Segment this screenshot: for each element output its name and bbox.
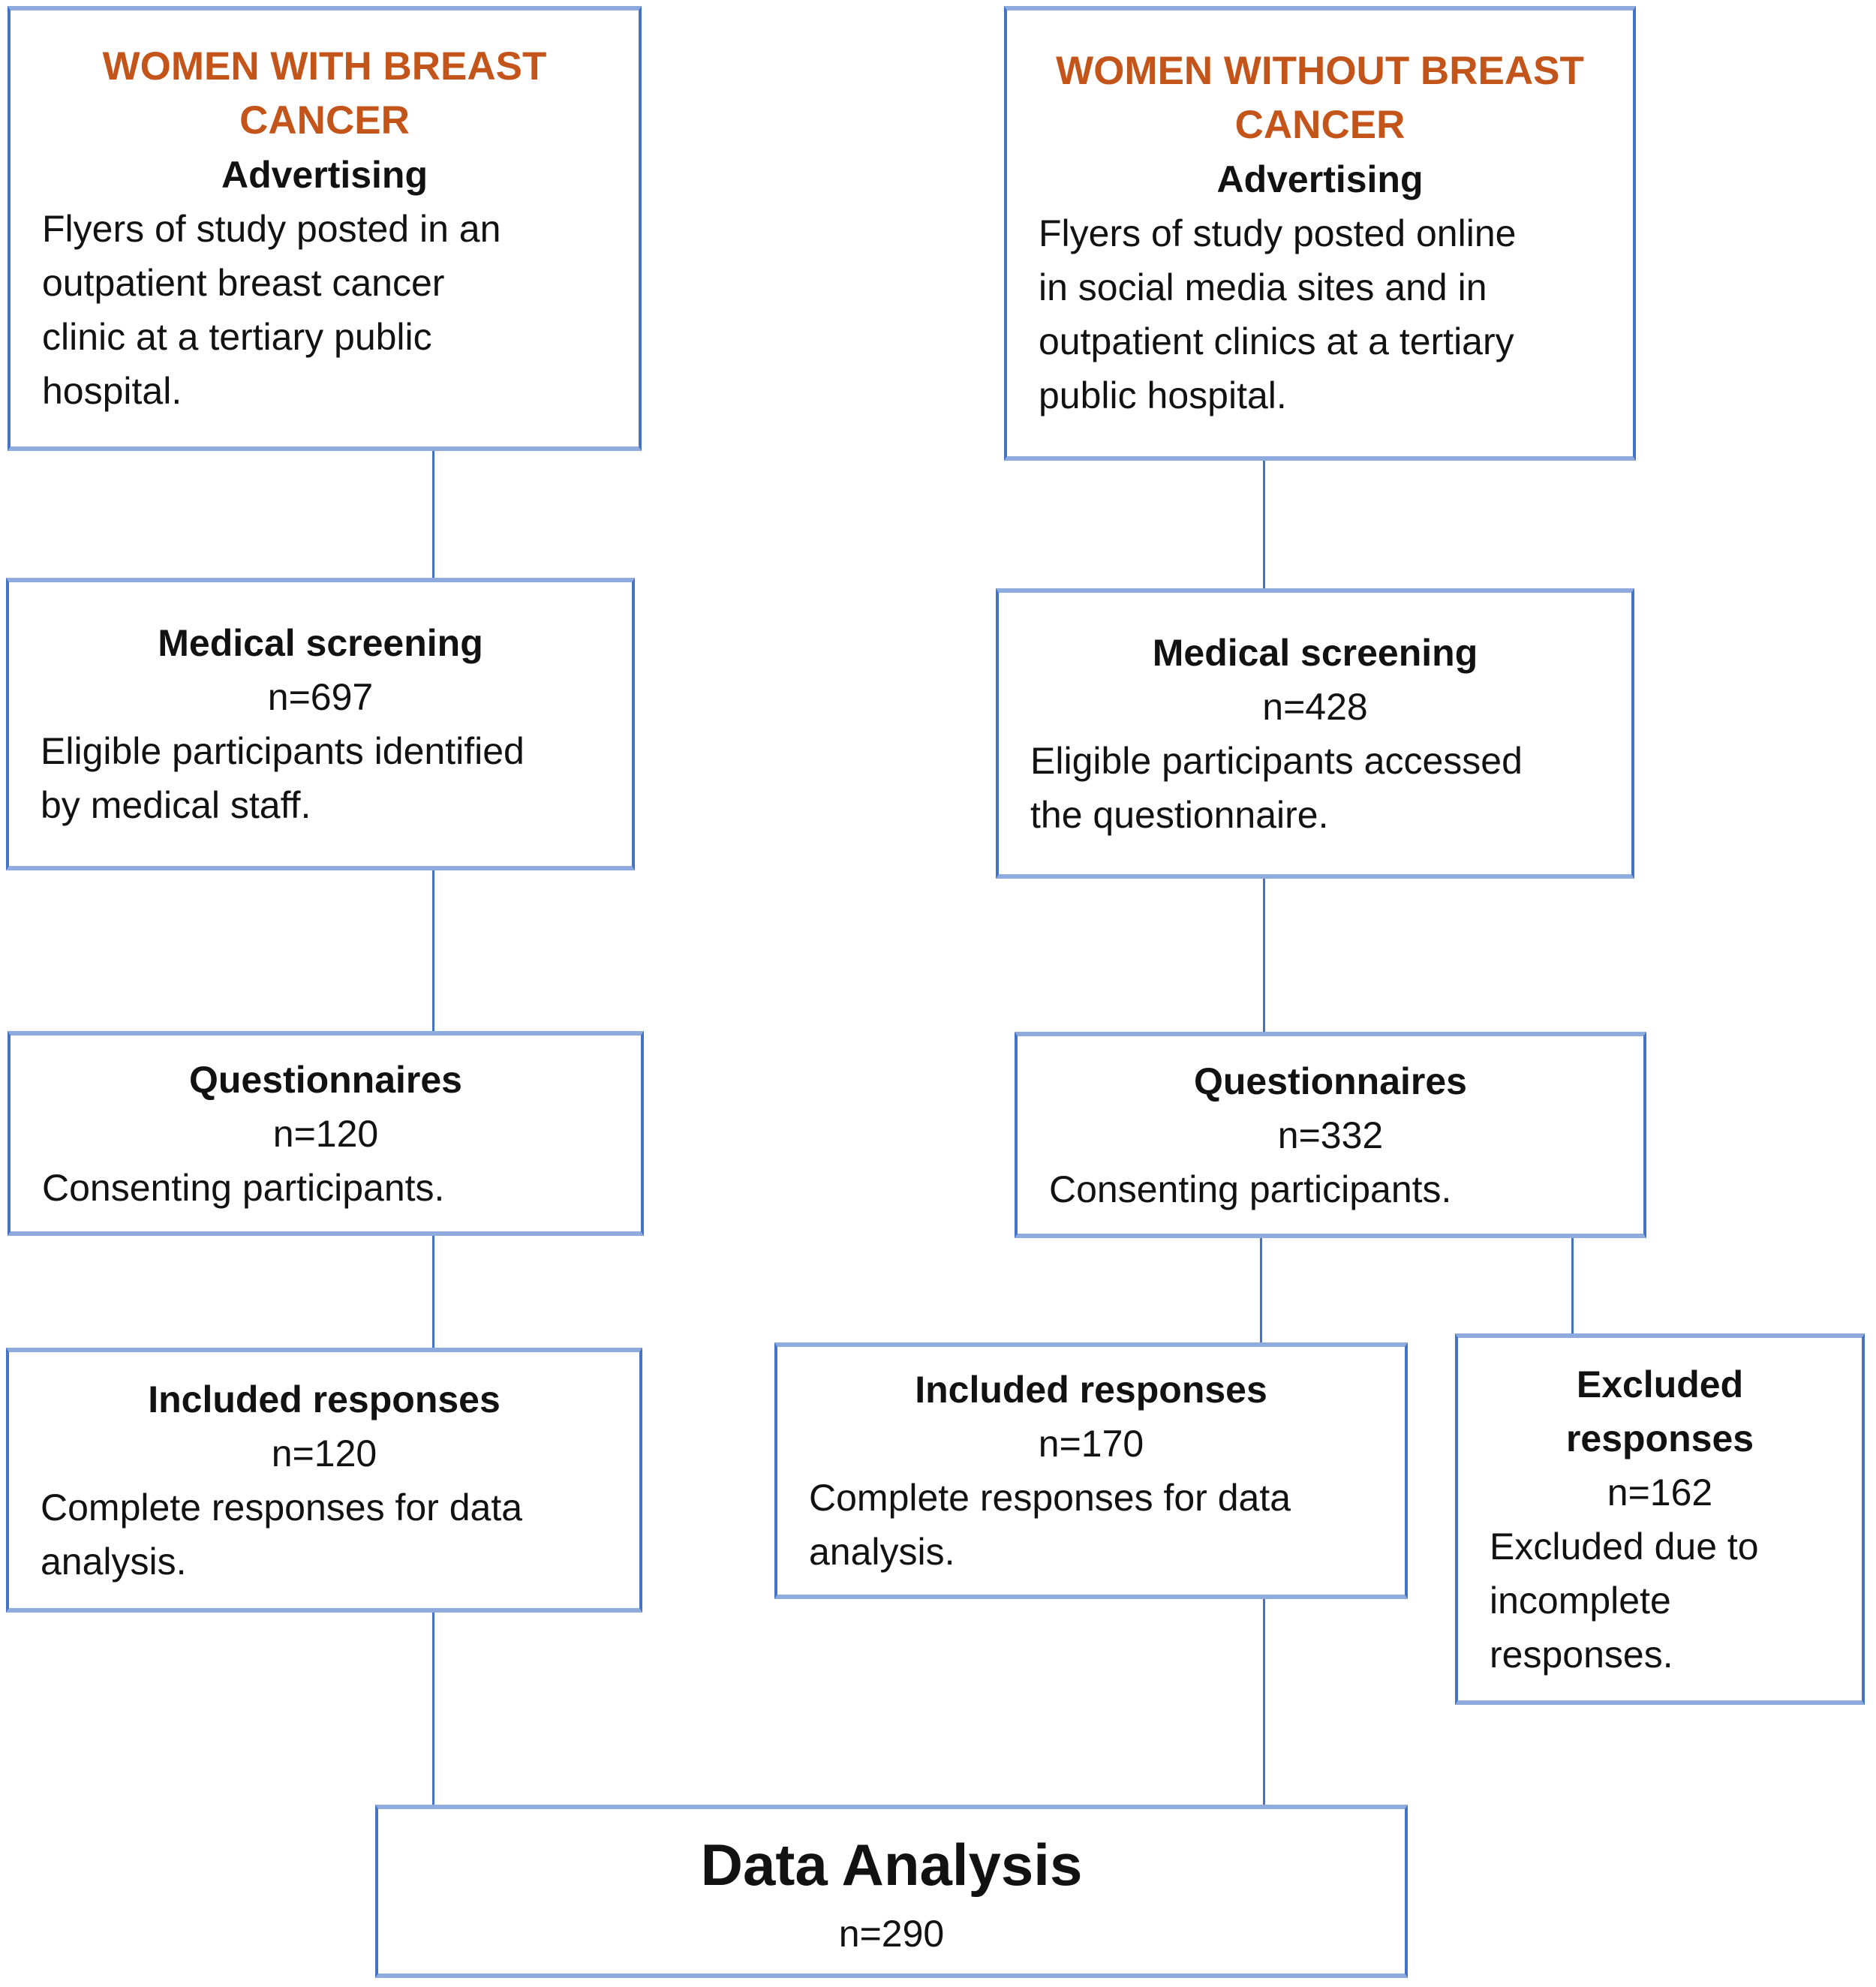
body-line: hospital. <box>42 369 182 412</box>
column-title-line: WOMEN WITH BREAST <box>102 44 547 89</box>
sample-size: n=120 <box>271 1432 377 1474</box>
body-line: in social media sites and in <box>1039 266 1487 308</box>
box-heading: Medical screening <box>1152 631 1478 674</box>
body-line: Eligible participants identified <box>41 730 525 772</box>
box-right-medical-screening: Medical screening n=428 Eligible partici… <box>996 588 1634 879</box>
box-left-included-responses: Included responses n=120 Complete respon… <box>6 1348 642 1613</box>
box-heading: Data Analysis <box>700 1831 1083 1898</box>
body-line: the questionnaire. <box>1030 793 1329 836</box>
body-line: outpatient clinics at a tertiary <box>1039 320 1514 362</box>
body-line: Flyers of study posted in an <box>42 207 501 250</box>
connector-right-questionnaires-to-included <box>1260 1238 1262 1342</box>
sample-size: n=120 <box>272 1112 379 1155</box>
body-line: Consenting participants. <box>42 1166 445 1209</box>
box-heading: Included responses <box>915 1369 1267 1411</box>
connector-left-screening-to-questionnaires <box>432 870 434 1031</box>
connector-left-advertising-to-screening <box>432 451 434 578</box>
box-left-medical-screening: Medical screening n=697 Eligible partici… <box>6 578 635 870</box>
connector-right-questionnaires-to-excluded <box>1571 1238 1574 1333</box>
body-line: Flyers of study posted online <box>1039 212 1517 254</box>
box-excluded-responses: Excluded responses n=162 Excluded due to… <box>1455 1333 1865 1705</box>
body-line: Excluded due to <box>1490 1525 1759 1568</box>
body-line: public hospital. <box>1039 374 1287 416</box>
sample-size: n=170 <box>1038 1423 1144 1465</box>
box-right-included-responses: Included responses n=170 Complete respon… <box>774 1342 1408 1599</box>
sample-size: n=428 <box>1262 685 1368 728</box>
connector-left-questionnaires-to-included <box>432 1236 434 1348</box>
box-right-questionnaires: Questionnaires n=332 Consenting particip… <box>1015 1032 1646 1238</box>
box-heading: Excluded <box>1576 1363 1744 1405</box>
box-heading: Medical screening <box>158 622 483 664</box>
box-left-questionnaires: Questionnaires n=120 Consenting particip… <box>8 1031 644 1236</box>
body-line: clinic at a tertiary public <box>42 315 432 358</box>
column-title-line: CANCER <box>1234 103 1405 147</box>
body-line: Complete responses for data <box>41 1486 523 1529</box>
box-data-analysis: Data Analysis n=290 <box>375 1805 1408 1978</box>
connector-right-advertising-to-screening <box>1263 461 1265 588</box>
column-title-line: CANCER <box>239 98 410 143</box>
box-heading: Included responses <box>148 1378 501 1420</box>
sample-size: n=697 <box>267 676 374 718</box>
connector-left-included-to-data-analysis <box>432 1613 434 1805</box>
body-line: Complete responses for data <box>809 1477 1291 1519</box>
body-line: Consenting participants. <box>1049 1168 1452 1210</box>
connector-right-screening-to-questionnaires <box>1263 879 1265 1032</box>
box-right-advertising: WOMEN WITHOUT BREAST CANCER Advertising … <box>1004 6 1636 461</box>
body-line: responses. <box>1490 1633 1673 1676</box>
body-line: incomplete <box>1490 1579 1671 1622</box>
body-line: outpatient breast cancer <box>42 261 445 304</box>
connector-right-included-to-data-analysis <box>1263 1599 1265 1805</box>
box-heading: responses <box>1565 1417 1754 1459</box>
column-title-line: WOMEN WITHOUT BREAST <box>1056 49 1584 93</box>
box-heading: Advertising <box>1216 158 1424 200</box>
sample-size: n=290 <box>838 1912 945 1955</box>
sample-size: n=332 <box>1277 1114 1384 1156</box>
box-heading: Questionnaires <box>189 1058 462 1101</box>
body-line: Eligible participants accessed <box>1030 739 1523 782</box>
body-line: analysis. <box>41 1540 187 1583</box>
body-line: by medical staff. <box>41 784 311 826</box>
body-line: analysis. <box>809 1531 955 1573</box>
box-heading: Questionnaires <box>1194 1060 1467 1102</box>
sample-size: n=162 <box>1607 1471 1713 1514</box>
box-left-advertising: WOMEN WITH BREAST CANCER Advertising Fly… <box>8 6 642 451</box>
box-heading: Advertising <box>221 153 428 196</box>
